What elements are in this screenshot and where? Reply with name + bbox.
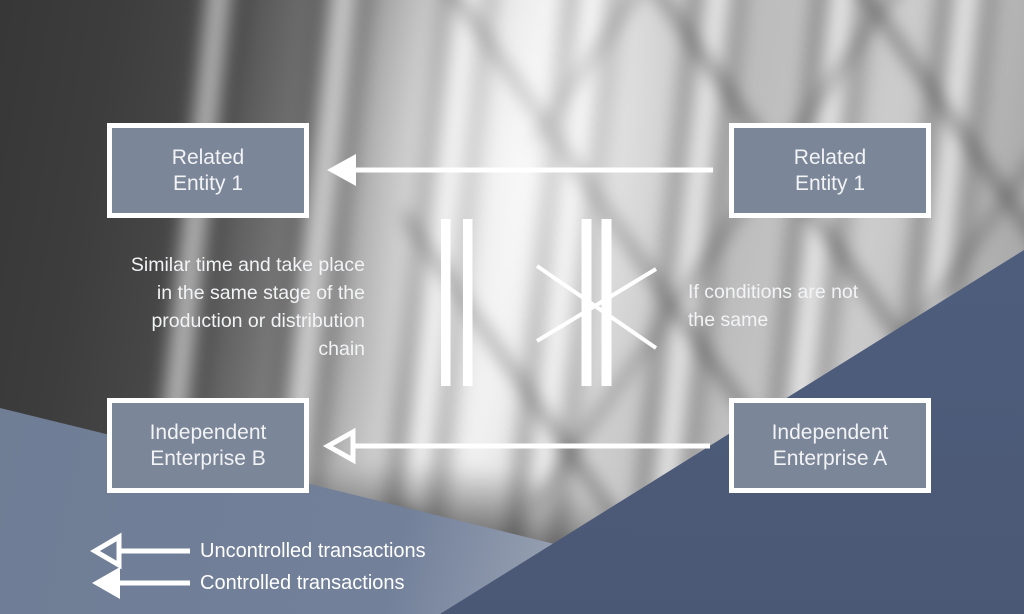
condition-note: If conditions are not the same bbox=[688, 278, 858, 334]
node-label-line: Enterprise B bbox=[150, 446, 266, 470]
note-line: the same bbox=[688, 309, 769, 331]
filled-arrowhead-icon bbox=[327, 154, 356, 186]
note-line: Similar time and take place bbox=[130, 254, 365, 276]
parallel-bars-icon bbox=[441, 219, 473, 386]
crossed-parallel-bars-icon bbox=[535, 219, 658, 386]
node-label-line: Related bbox=[793, 145, 867, 169]
note-line: chain bbox=[318, 338, 365, 360]
legend-uncontrolled-label: Uncontrolled transactions bbox=[200, 540, 426, 562]
uncontrolled-transaction-arrow bbox=[322, 427, 710, 465]
legend-filled-arrow-icon bbox=[92, 567, 190, 599]
node-label-line: Independent bbox=[149, 420, 267, 444]
node-related-entity-1-right: Related Entity 1 bbox=[729, 123, 931, 218]
node-label-line: Independent bbox=[771, 420, 889, 444]
node-label-line: Enterprise A bbox=[772, 446, 888, 470]
comparability-note: Similar time and take place in the same … bbox=[100, 251, 365, 363]
controlled-transaction-arrow bbox=[327, 154, 713, 186]
note-line: in the same stage of the bbox=[156, 282, 365, 304]
note-line: production or distribution bbox=[151, 310, 365, 332]
note-line: If conditions are not bbox=[688, 281, 859, 303]
node-independent-enterprise-a: Independent Enterprise A bbox=[729, 398, 931, 493]
node-label-line: Related bbox=[171, 145, 245, 169]
node-label-line: Entity 1 bbox=[794, 171, 866, 195]
legend-controlled-label: Controlled transactions bbox=[200, 572, 405, 594]
node-independent-enterprise-b: Independent Enterprise B bbox=[107, 398, 309, 493]
open-arrowhead-icon bbox=[322, 427, 356, 465]
node-related-entity-1-left: Related Entity 1 bbox=[107, 123, 309, 218]
node-label-line: Entity 1 bbox=[172, 171, 244, 195]
legend-open-arrow-icon bbox=[90, 532, 190, 570]
